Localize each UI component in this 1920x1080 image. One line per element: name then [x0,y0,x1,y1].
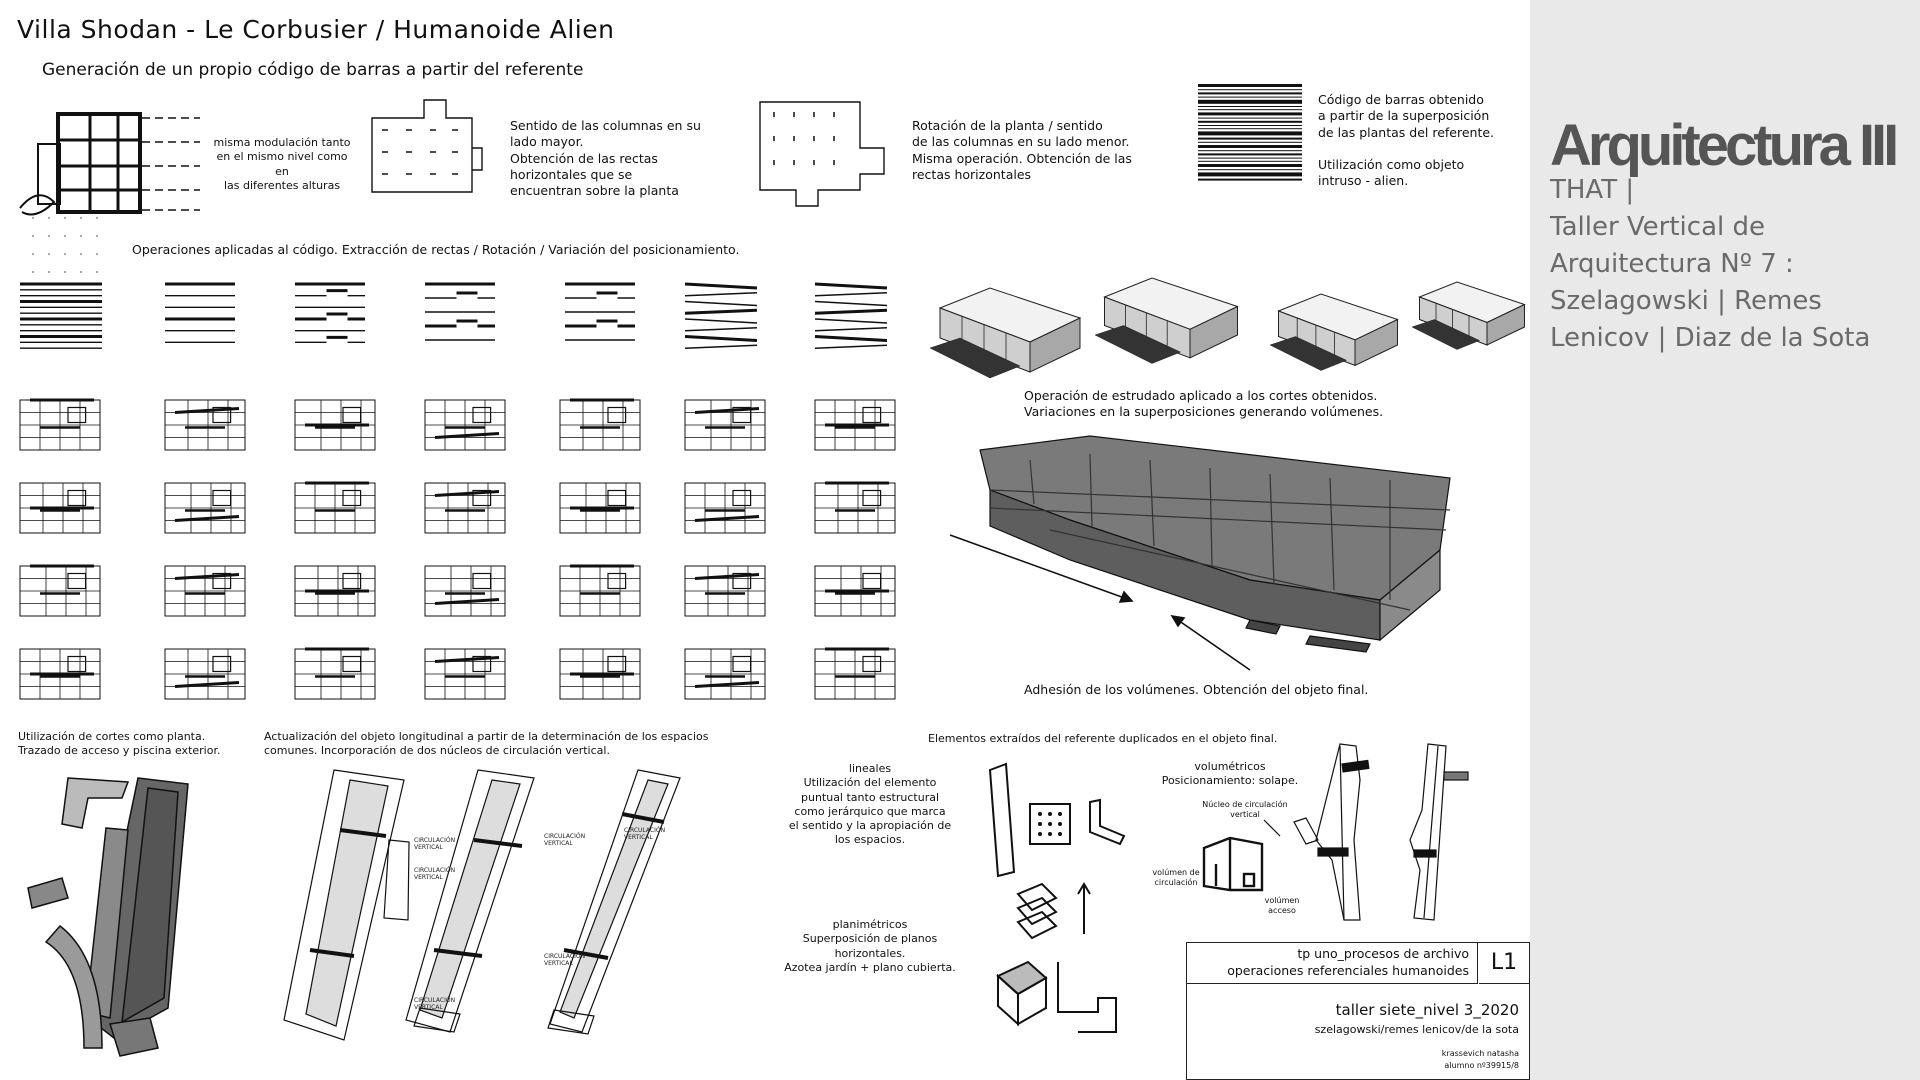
floor-plan-rotated [759,101,885,207]
sheet-code: L1 [1479,943,1529,984]
volumetricos-note: volumétricos Posicionamiento: solape. [1161,760,1299,788]
title-block: tp uno_procesos de archivo operaciones r… [1186,942,1530,1080]
sections-grid [19,398,896,700]
barcode-note: Código de barras obtenido a partir de la… [1318,92,1495,189]
course-sidebar: Arquitectura III THAT | Taller Vertical … [1530,0,1920,1080]
villa-elevation-drawing [19,112,200,273]
site-plan-drawing [27,777,189,1057]
course-brand: Arquitectura III [1550,113,1899,178]
operations-note: Operaciones aplicadas al código. Extracc… [132,242,740,257]
planimetricos-note: planimétricos Superposición de planos ho… [784,918,956,974]
vol-circ-note: volúmen de circulación [1152,868,1200,888]
course-description: THAT | Taller Vertical de Arquitectura N… [1550,175,1871,353]
title-block-line2: operaciones referenciales humanoides [1227,963,1469,978]
modulation-note: misma modulación tanto en el mismo nivel… [213,136,351,192]
extracted-note: Elementos extraídos del referente duplic… [928,732,1278,745]
title-block-header: tp uno_procesos de archivo operaciones r… [1187,943,1478,984]
presentation-board: Villa Shodan - Le Corbusier / Humanoide … [17,15,1530,1080]
course-name: taller siete_nivel 3_2020 [1335,1001,1519,1019]
columns-major-note: Sentido de las columnas en su lado mayor… [510,118,701,198]
student-name: krassevich natasha [1441,1049,1519,1058]
nucleo-note: Núcleo de circulación vertical [1202,800,1288,820]
vol-acceso-note: volúmen acceso [1264,896,1300,916]
board-title: Villa Shodan - Le Corbusier / Humanoide … [17,15,615,44]
student-id: alumno nº39915/8 [1444,1061,1519,1070]
adhesion-note: Adhesión de los volúmenes. Obtención del… [1024,682,1369,697]
update-note: Actualización del objeto longitudinal a … [264,730,709,758]
teachers-name: szelagowski/remes lenicov/de la sota [1314,1023,1519,1036]
rotation-note: Rotación de la planta / sentido de las c… [912,118,1132,182]
cuts-plan-note: Utilización de cortes como planta. Traza… [18,730,221,758]
barcode-result [1198,84,1302,181]
final-object-volume [949,435,1451,671]
extrusion-note: Operación de estrudado aplicado a los co… [1024,388,1384,420]
barcode-operations-row [20,282,888,349]
axonometric-blocks [929,277,1526,379]
floor-plan-columns-major [371,99,483,193]
board-subtitle: Generación de un propio código de barras… [42,60,584,80]
title-block-line1: tp uno_procesos de archivo [1297,946,1469,961]
lineales-note: lineales Utilización del elemento puntua… [788,762,952,847]
extracted-elements-drawing [988,762,1126,1033]
volumetric-elements-drawing [1202,743,1469,921]
